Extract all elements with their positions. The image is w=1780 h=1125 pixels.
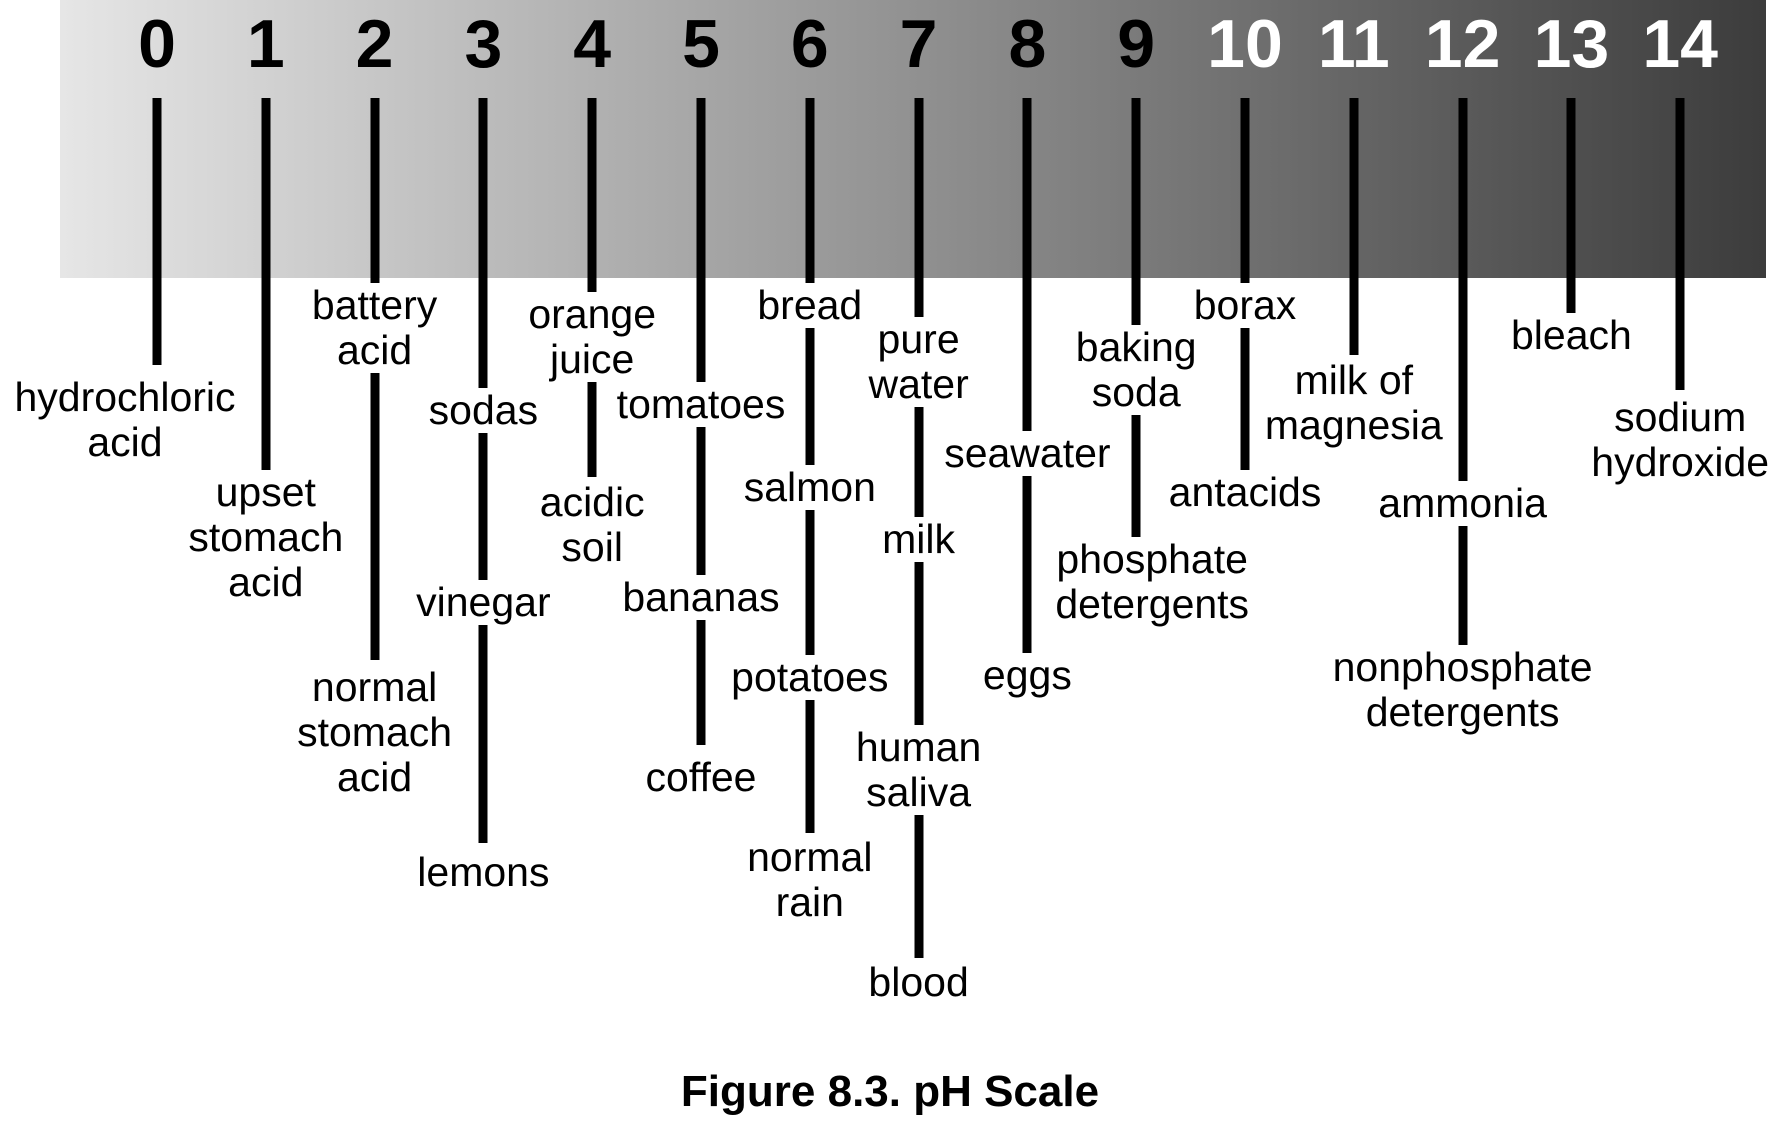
ph-1-line [261,98,271,470]
substance-label: bread [753,283,867,328]
substance-label: bleach [1506,313,1636,358]
substance-label: upset stomach acid [184,470,348,605]
substance-label: coffee [641,755,761,800]
ph-3-line [478,98,488,843]
ph-number-0: 0 [138,6,176,82]
ph-number-4: 4 [573,6,612,82]
ph-8-line [1022,98,1032,660]
ph-gradient-bar [60,0,1766,278]
substance-label: sodas [424,388,543,433]
substance-label: ammonia [1374,481,1551,526]
ph-number-5: 5 [682,6,720,82]
ph-number-10: 10 [1207,6,1283,82]
substance-label: antacids [1164,470,1326,515]
ph-12-line [1458,98,1468,647]
ph-9-line [1131,98,1141,543]
ph-4-line [587,98,597,477]
ph-number-9: 9 [1117,6,1156,82]
substance-label: pure water [864,317,973,407]
ph-number-14: 14 [1642,6,1718,82]
substance-label: potatoes [727,655,893,700]
substance-label: battery acid [307,283,442,373]
substance-label: acidic soil [535,480,649,570]
substance-label: hydrochloric acid [10,375,240,465]
substance-label: orange juice [524,292,661,382]
substance-label: sodium hydroxide [1587,395,1774,485]
ph-number-11: 11 [1317,6,1390,82]
substance-label: normal stomach acid [293,665,457,800]
substance-label: bananas [618,575,784,620]
substance-label: tomatoes [612,382,790,427]
ph-number-6: 6 [790,6,829,82]
substance-label: milk of magnesia [1260,358,1447,448]
ph-number-1: 1 [246,6,285,82]
ph-2-line [370,98,380,660]
substance-label: seawater [940,431,1115,476]
ph-number-12: 12 [1424,6,1501,82]
ph-number-8: 8 [1008,6,1047,82]
substance-label: vinegar [412,580,555,625]
substance-label: borax [1189,283,1301,328]
ph-14-line [1675,98,1685,390]
substance-label: normal rain [743,835,877,925]
substance-label: milk [878,517,960,562]
substance-label: salmon [739,465,880,510]
ph-number-13: 13 [1533,6,1610,82]
substance-label: nonphosphate detergents [1328,645,1597,735]
ph-0-line [152,98,162,365]
ph-number-2: 2 [355,6,394,82]
substance-label: human saliva [851,725,986,815]
substance-label: phosphate detergents [1051,537,1254,627]
substance-label: eggs [978,653,1076,698]
substance-label: blood [864,960,973,1005]
substance-label: baking soda [1071,325,1201,415]
ph-number-7: 7 [899,6,938,82]
figure-caption: Figure 8.3. pH Scale [680,1067,1100,1116]
ph-number-3: 3 [464,6,503,82]
ph-13-line [1566,98,1576,313]
substance-label: lemons [413,850,554,895]
ph-11-line [1349,98,1359,355]
